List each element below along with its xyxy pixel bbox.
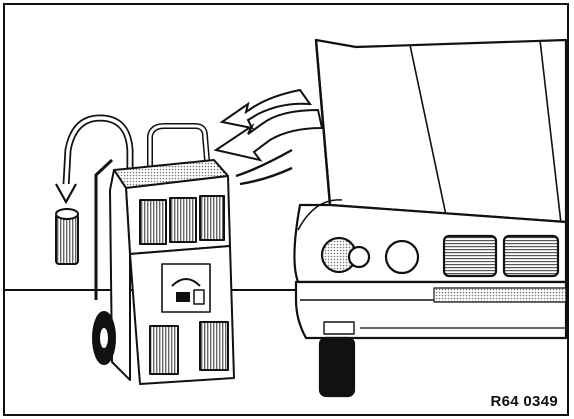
station-vent-right [200,322,228,370]
arrow-down-icon [56,184,76,202]
flow-arrows [216,90,322,184]
station-vent-left [150,326,178,374]
car-grille-right [504,236,558,276]
car-grille-left [444,236,496,276]
car-headlight-inner [349,247,369,267]
station-control-panel [162,264,210,312]
station-gauge-3 [200,196,224,240]
refrigerant-recovery-station-icon [66,118,234,384]
station-gauge-1 [140,200,166,244]
station-gauge-2 [170,198,196,242]
car-headlight-right [386,241,418,273]
car-front-open-hood-icon [294,40,566,396]
figure-reference-code: R64 0349 [489,393,560,410]
car-plate-light [324,322,354,334]
car-tire [320,338,354,396]
refrigerant-container-icon [56,184,78,264]
